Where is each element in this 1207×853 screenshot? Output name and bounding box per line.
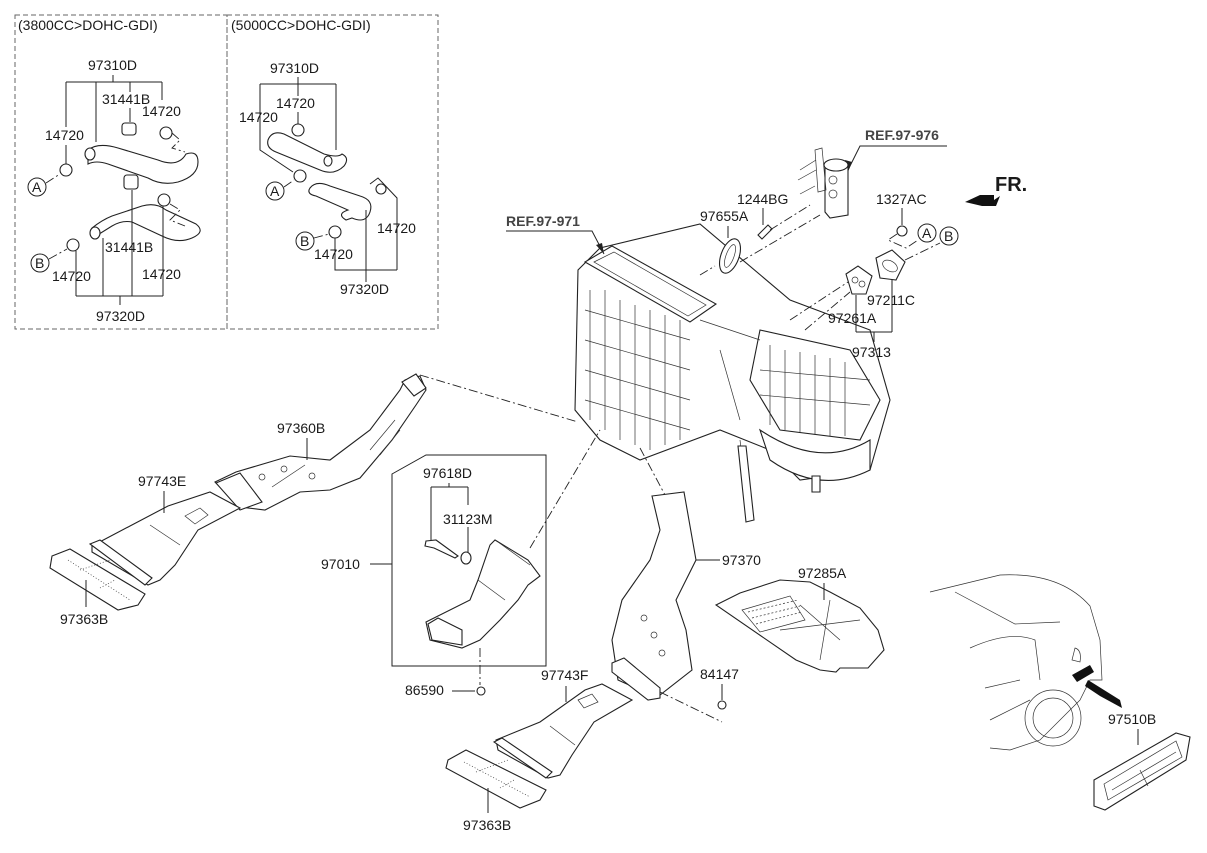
connector-31441b-upper	[121, 122, 137, 136]
inset-3800cc-header: (3800CC>DOHC-GDI)	[18, 17, 158, 33]
label-97310d[interactable]: 97310D	[88, 57, 137, 73]
label-14720-lower-left[interactable]: 14720	[52, 268, 91, 284]
callout-a-5000	[265, 181, 285, 201]
connector-97743e	[88, 491, 242, 586]
connector-97743f	[492, 683, 634, 779]
inset-5000cc-border	[226, 14, 439, 330]
front-arrow-icon	[965, 195, 1000, 206]
label-97655a[interactable]: 97655A	[700, 208, 749, 224]
duct-97370	[611, 491, 697, 701]
label-97370[interactable]: 97370	[722, 552, 761, 568]
clamp-b-5000	[328, 225, 342, 239]
label-97360b[interactable]: 97360B	[277, 420, 325, 436]
grille-97363b-left	[49, 548, 146, 611]
label-31123m[interactable]: 31123M	[443, 511, 493, 527]
label-14720-lower-left-5000[interactable]: 14720	[314, 246, 353, 262]
label-97363b-left[interactable]: 97363B	[60, 611, 108, 627]
drain-hose	[737, 445, 755, 523]
expansion-valve-ref	[797, 147, 849, 219]
clamp-upper-left	[59, 163, 73, 177]
clamp-upper-center-5000	[291, 123, 305, 137]
bolt-1244bg	[757, 224, 773, 240]
callout-b-main	[939, 226, 959, 246]
duct-assembly-box	[391, 454, 547, 667]
o-ring-31123m	[460, 551, 472, 565]
label-97310d-5000[interactable]: 97310D	[270, 60, 319, 76]
clamp-lower-left	[66, 238, 80, 252]
label-31441b-upper[interactable]: 31441B	[102, 91, 150, 107]
callout-a-3800	[27, 177, 47, 197]
nut-1327ac	[896, 225, 908, 237]
ref-97-971-leader	[506, 230, 605, 255]
label-1327ac[interactable]: 1327AC	[876, 191, 927, 207]
callout-a-main-text: A	[922, 225, 932, 241]
callout-a-text: A	[32, 179, 42, 195]
lower-hose-3800	[90, 204, 201, 242]
label-14720-upper-right[interactable]: 14720	[142, 103, 181, 119]
label-97618d[interactable]: 97618D	[423, 465, 472, 481]
sensor-97618d	[424, 539, 459, 559]
front-direction-indicator: FR.	[965, 174, 1027, 206]
label-14720-lower-right-5000[interactable]: 14720	[377, 220, 416, 236]
gasket-97211c	[875, 249, 906, 281]
callout-b-3800	[30, 253, 50, 273]
label-97320d-5000[interactable]: 97320D	[340, 281, 389, 297]
label-97261a[interactable]: 97261A	[828, 310, 877, 326]
grille-97363b-right	[445, 749, 547, 809]
connector-31441b-lower	[123, 174, 139, 190]
cover-97285a	[714, 579, 885, 673]
label-97510b[interactable]: 97510B	[1108, 711, 1156, 727]
callout-b-text-5000: B	[300, 233, 309, 249]
front-label: FR.	[995, 174, 1027, 196]
inset-5000cc-header: (5000CC>DOHC-GDI)	[231, 17, 371, 33]
label-97363b-right[interactable]: 97363B	[463, 817, 511, 833]
hvac-unit	[574, 223, 891, 523]
duct-97360b-outlet	[215, 472, 263, 511]
label-14720-upper-left-5000[interactable]: 14720	[239, 109, 278, 125]
gasket-97261a	[845, 265, 873, 295]
label-97313[interactable]: 97313	[852, 344, 891, 360]
duct-97010	[425, 539, 541, 649]
label-14720-upper-center[interactable]: 14720	[276, 95, 315, 111]
upper-hose-3800	[87, 144, 199, 184]
inset-5000cc: 97310D 14720 14720 A B 14720 14720 97320…	[239, 60, 416, 297]
callout-b-text: B	[35, 255, 44, 271]
label-97320d[interactable]: 97320D	[96, 308, 145, 324]
lower-hose-5000	[308, 182, 372, 221]
ref-97-976[interactable]: REF.97-976	[865, 127, 939, 143]
label-31441b-lower[interactable]: 31441B	[105, 239, 153, 255]
inset-3800cc: 97310D 31441B 14720 14720 A B	[27, 57, 201, 324]
callout-b-5000	[295, 231, 315, 251]
label-84147[interactable]: 84147	[700, 666, 739, 682]
label-97743e[interactable]: 97743E	[138, 473, 186, 489]
label-97285a[interactable]: 97285A	[798, 565, 847, 581]
upper-hose-5000	[267, 132, 348, 173]
vehicle-rear-quarter	[929, 574, 1122, 751]
label-1244bg[interactable]: 1244BG	[737, 191, 788, 207]
ref-97-971[interactable]: REF.97-971	[506, 213, 580, 229]
callout-a-main	[917, 223, 937, 243]
clamp-a-5000	[293, 169, 307, 183]
clip-86590	[476, 686, 486, 696]
label-86590[interactable]: 86590	[405, 682, 444, 698]
rear-duct-left	[214, 373, 427, 511]
label-97211c[interactable]: 97211C	[867, 292, 915, 308]
label-14720-lower-right[interactable]: 14720	[142, 266, 181, 282]
clamp-lower-right-5000	[375, 183, 387, 195]
pointer-arrow-icon	[1085, 680, 1122, 708]
callout-a-text-5000: A	[270, 183, 280, 199]
callout-b-main-text: B	[944, 228, 953, 244]
label-97010[interactable]: 97010	[321, 556, 360, 572]
extractor-grille-97510b	[1093, 732, 1191, 811]
label-14720-upper-left[interactable]: 14720	[45, 127, 84, 143]
clamp-lower-right	[157, 193, 171, 207]
clamp-upper-right	[159, 126, 173, 140]
nut-84147	[717, 700, 727, 710]
label-97743f[interactable]: 97743F	[541, 667, 588, 683]
